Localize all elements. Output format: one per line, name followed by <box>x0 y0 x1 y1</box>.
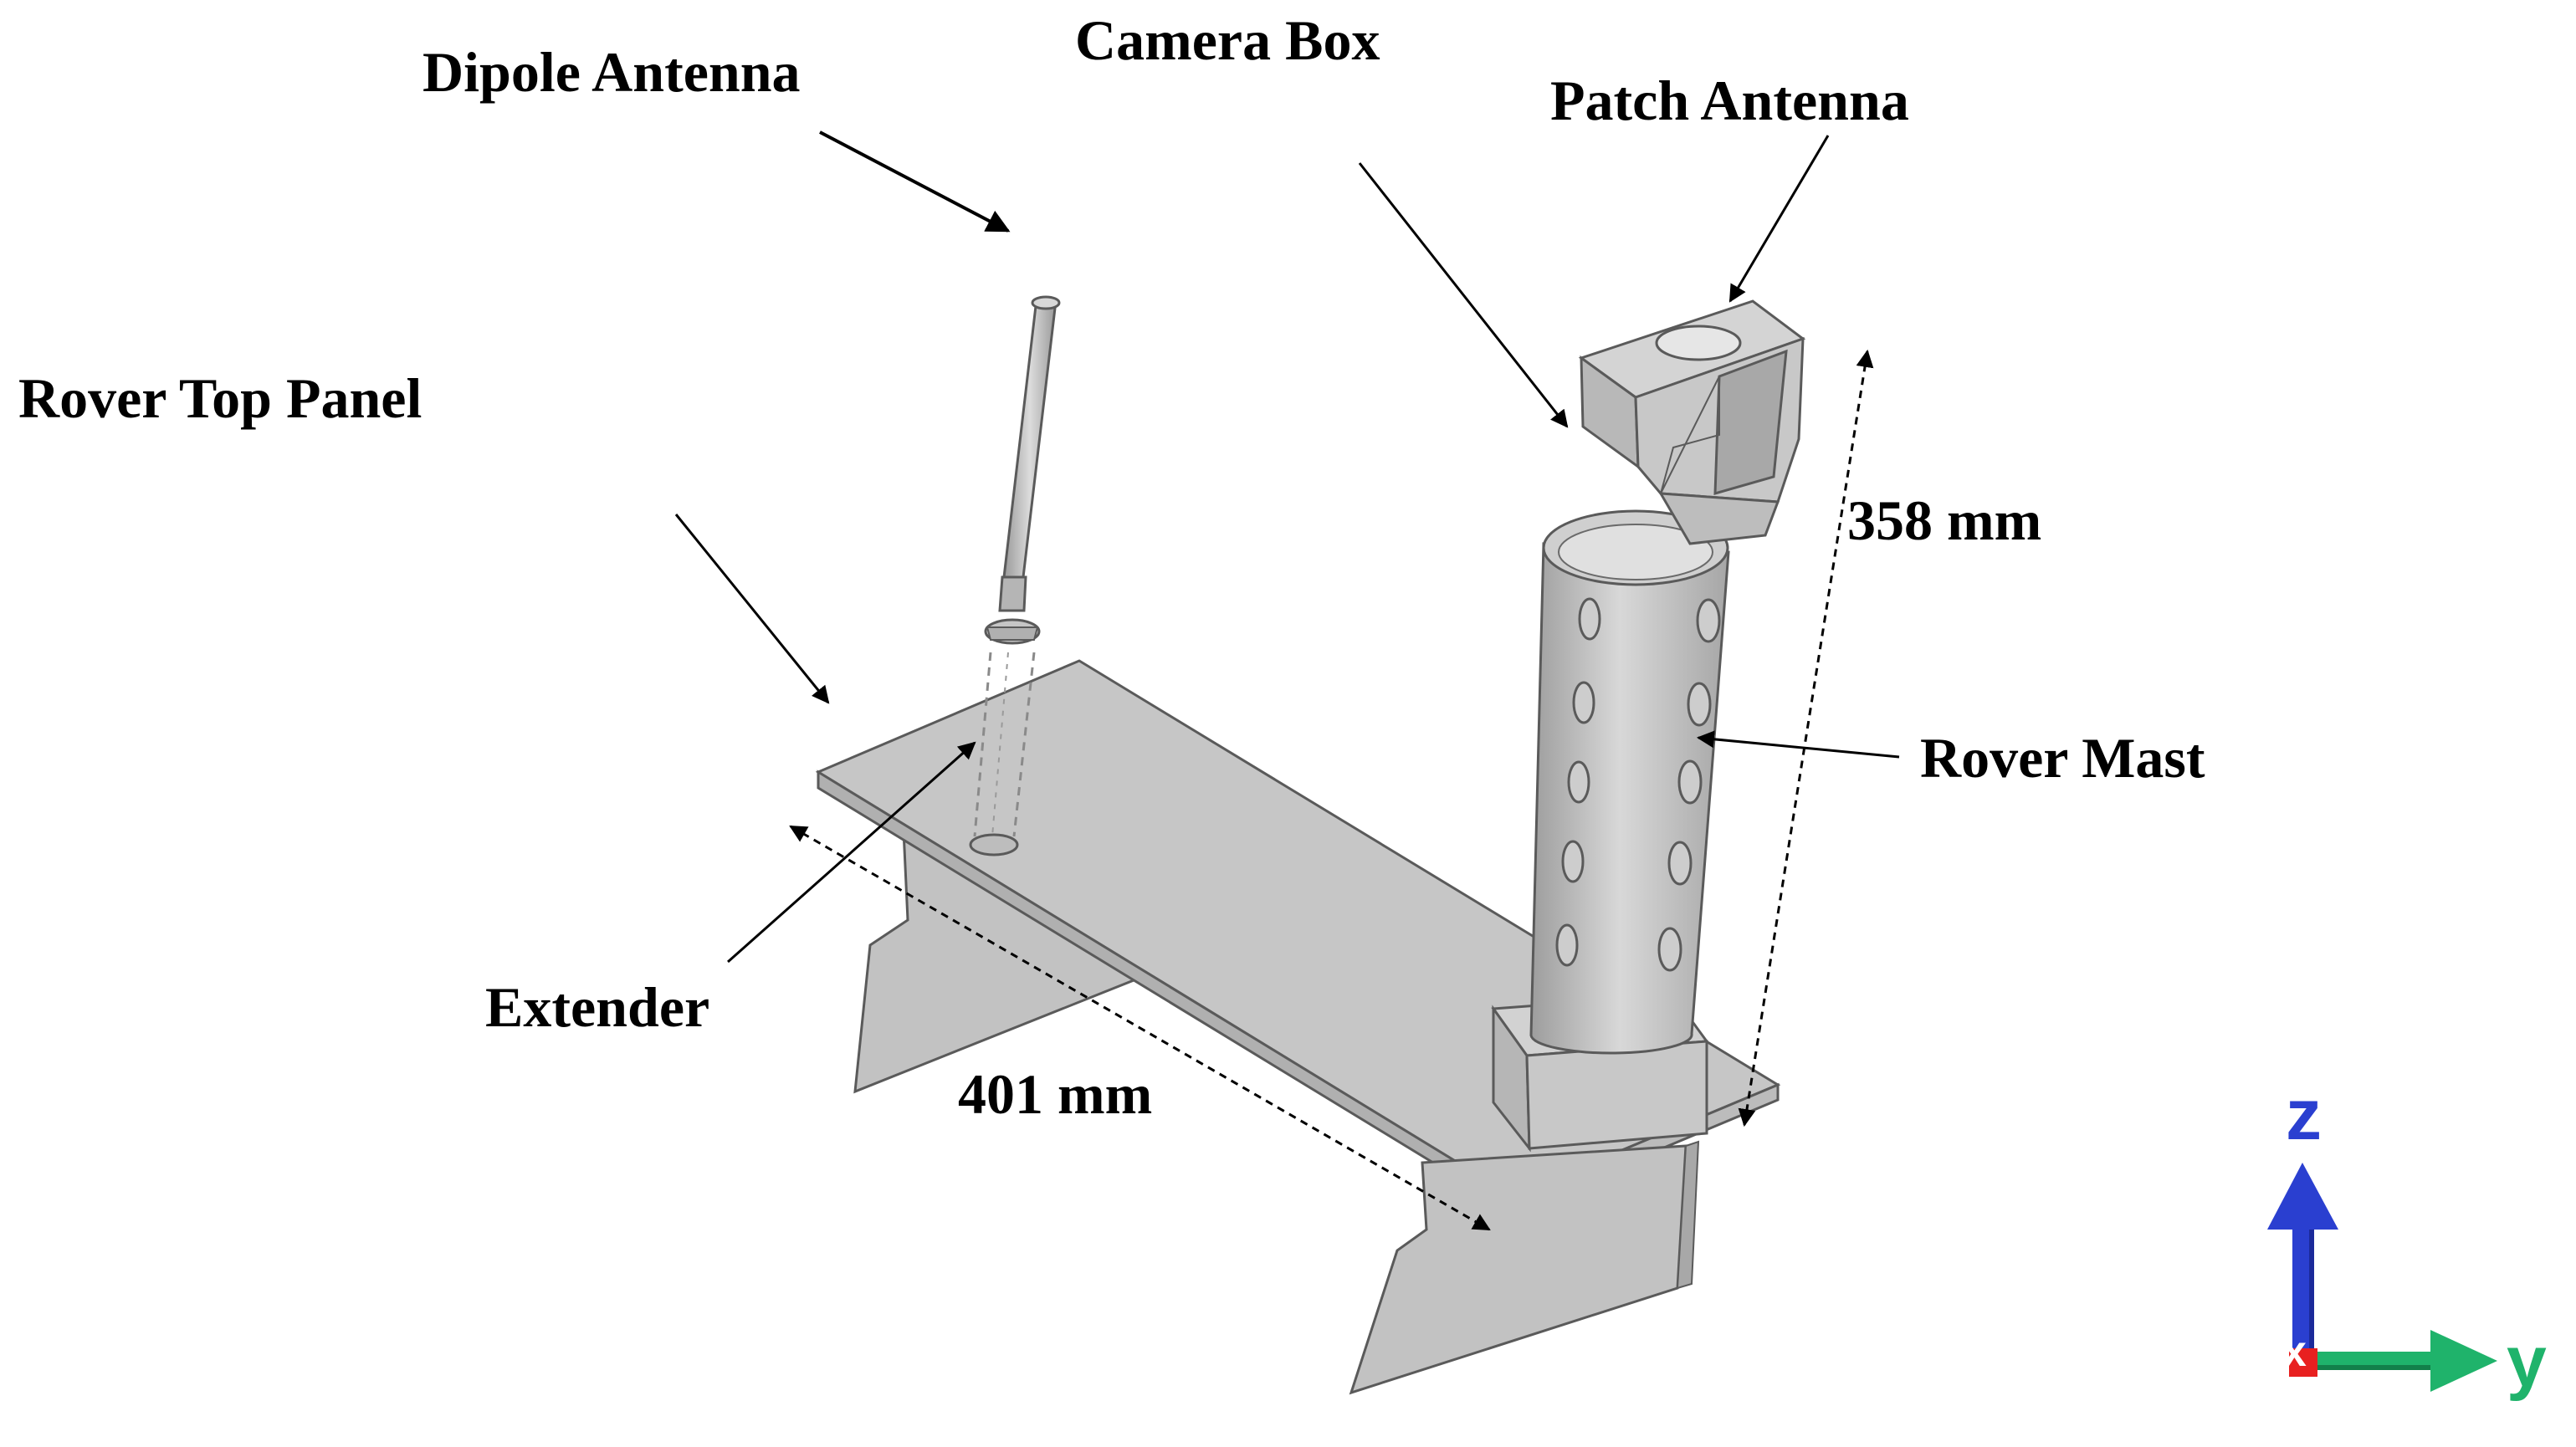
camera-box <box>1578 299 1806 545</box>
axis-label-z: z <box>2286 1075 2322 1155</box>
dipole-antenna-arrow <box>819 130 1011 233</box>
panel-length-dimension <box>789 825 1491 1231</box>
dipole-antenna <box>984 295 1061 645</box>
axis-label-x: x <box>2282 1327 2307 1376</box>
label-mast-height: 358 mm <box>1847 488 2042 552</box>
label-patch-antenna: Patch Antenna <box>1550 69 1909 132</box>
rover-top-panel-arrow <box>674 514 830 704</box>
patch-antenna-arrow <box>1728 135 1830 303</box>
axis-label-y: y <box>2507 1322 2547 1402</box>
label-rover-top-panel: Rover Top Panel <box>18 366 423 430</box>
label-dipole-antenna: Dipole Antenna <box>423 40 801 104</box>
label-camera-box: Camera Box <box>1075 8 1380 72</box>
rover-mast <box>1529 509 1730 1055</box>
camera-box-arrow <box>1358 162 1569 428</box>
rover-mast-arrow <box>1696 730 1900 759</box>
front-support-leg <box>1349 1140 1700 1395</box>
mast-height-dimension <box>1738 349 1874 1127</box>
label-extender: Extender <box>485 975 710 1039</box>
dimension-lines <box>789 349 1874 1231</box>
label-rover-mast: Rover Mast <box>1920 726 2205 790</box>
coordinate-axes <box>2267 1163 2497 1392</box>
label-panel-length: 401 mm <box>958 1062 1153 1126</box>
